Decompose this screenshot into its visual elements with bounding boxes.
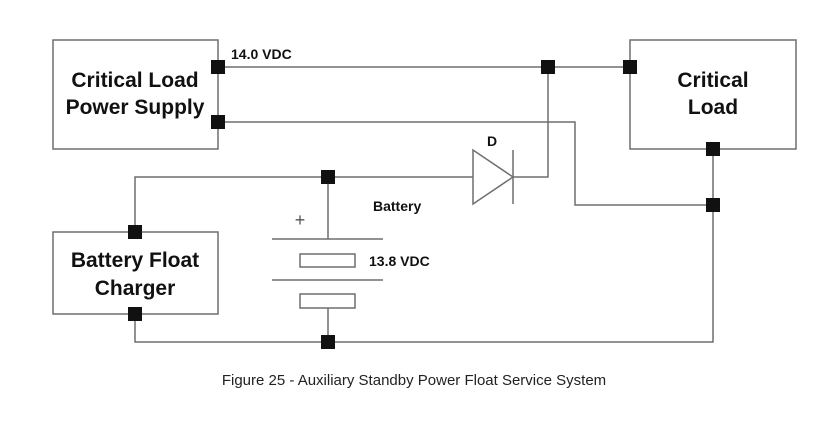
block-power-supply: Critical Load Power Supply bbox=[52, 39, 219, 150]
node-battery-negative bbox=[321, 335, 335, 349]
block-battery-charger: Battery Float Charger bbox=[52, 231, 219, 315]
node-charger-negative bbox=[128, 307, 142, 321]
node-diode-junction bbox=[541, 60, 555, 74]
supply-voltage-label: 14.0 VDC bbox=[231, 46, 292, 62]
node-load-positive bbox=[623, 60, 637, 74]
battery-symbol bbox=[272, 238, 383, 309]
node-supply-positive bbox=[211, 60, 225, 74]
battery-label: Battery bbox=[373, 198, 421, 214]
wire-supply-return bbox=[218, 121, 713, 206]
battery-voltage-label: 13.8 VDC bbox=[369, 253, 430, 269]
figure-caption: Figure 25 - Auxiliary Standby Power Floa… bbox=[221, 372, 607, 389]
block-critical-load: Critical Load bbox=[629, 39, 797, 150]
critical-load-label-line2: Load bbox=[688, 96, 738, 119]
power-supply-label-line1: Critical Load bbox=[71, 69, 198, 92]
wire-diode-to-load bbox=[513, 67, 549, 178]
critical-load-label-line1: Critical bbox=[677, 69, 748, 92]
node-charger-positive bbox=[128, 225, 142, 239]
junction-nodes bbox=[128, 60, 720, 349]
charger-label-line2: Charger bbox=[95, 277, 176, 300]
power-supply-label-line2: Power Supply bbox=[66, 96, 205, 119]
wires bbox=[134, 66, 714, 343]
wire-load-return bbox=[134, 149, 714, 343]
node-load-return bbox=[706, 142, 720, 156]
node-return-junction bbox=[706, 198, 720, 212]
diode-label: D bbox=[487, 133, 497, 149]
node-battery-positive bbox=[321, 170, 335, 184]
node-supply-return bbox=[211, 115, 225, 129]
plus-terminal-label: + bbox=[295, 210, 306, 230]
wire-charger-positive bbox=[134, 176, 473, 232]
diode-symbol bbox=[472, 148, 515, 206]
charger-label-line1: Battery Float bbox=[71, 249, 199, 272]
